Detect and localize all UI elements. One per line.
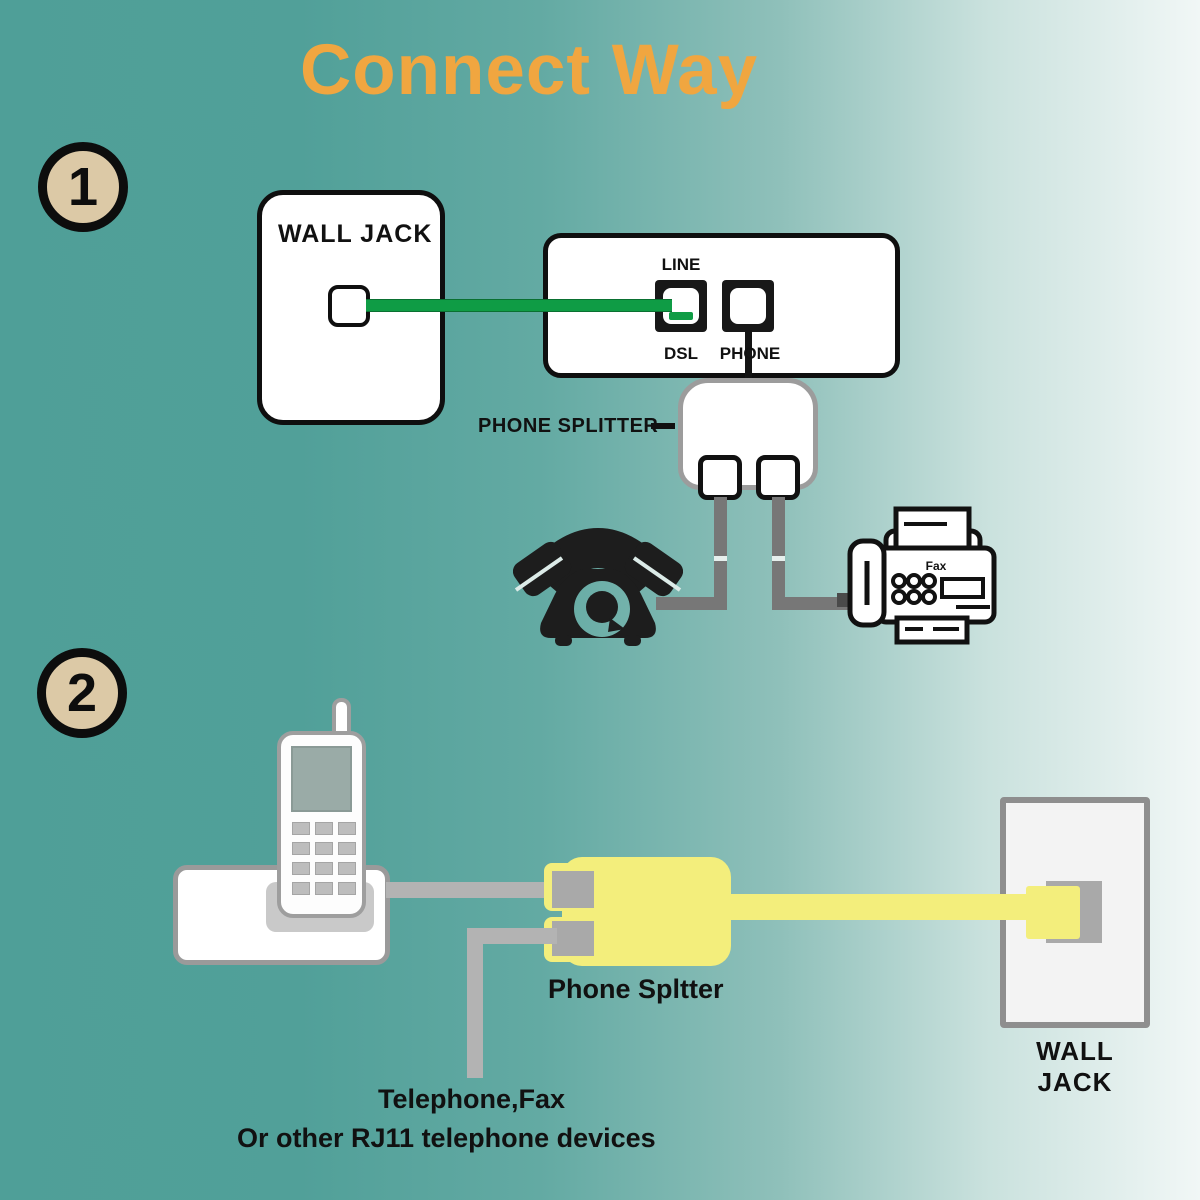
wall-jack-1-label: WALL JACK xyxy=(278,220,433,248)
splitter-1-port-left xyxy=(698,455,742,500)
phone-foot-right xyxy=(624,635,641,646)
yellow-splitter-port-top xyxy=(552,871,594,908)
phone-port-inner xyxy=(730,288,766,324)
splitter-1-port-right xyxy=(756,455,800,500)
keypad-key xyxy=(338,862,356,875)
cordless-phone-keypad xyxy=(292,822,356,900)
phone-splitter-2-label: Phone Spltter xyxy=(548,974,724,1004)
keypad-key xyxy=(315,862,333,875)
yellow-splitter-port-bottom xyxy=(552,921,594,956)
cordless-phone-screen xyxy=(291,746,352,812)
phone-label: PHONE xyxy=(719,344,781,363)
phone-port-cable xyxy=(745,330,752,386)
phone-port xyxy=(722,280,774,332)
keypad-key xyxy=(338,882,356,895)
fax-display xyxy=(940,577,985,599)
yellow-cable xyxy=(731,894,1031,920)
telephone-cable-connector xyxy=(714,556,727,561)
keypad-key xyxy=(338,842,356,855)
keypad-key xyxy=(292,822,310,835)
dsl-port-green-contact xyxy=(669,312,693,320)
base-to-splitter-cable xyxy=(386,882,558,898)
telephone-icon xyxy=(513,528,683,646)
phone-foot-left xyxy=(555,635,572,646)
yellow-plug xyxy=(1026,886,1080,939)
telephone-cable-horizontal xyxy=(656,597,727,610)
wall-jack-2-label: WALL JACK xyxy=(1036,1036,1114,1097)
keypad-key xyxy=(338,822,356,835)
devices-caption-line-1: Telephone,Fax xyxy=(378,1084,566,1114)
fax-icon xyxy=(837,506,997,645)
phone-splitter-leader-line xyxy=(651,423,675,429)
dsl-port xyxy=(655,280,707,332)
fax-label: Fax xyxy=(925,559,947,573)
devices-cable-horizontal xyxy=(467,928,557,944)
green-line-cable xyxy=(366,299,672,312)
fax-cable-horizontal xyxy=(772,597,850,610)
devices-caption-line-2: Or other RJ11 telephone devices xyxy=(237,1123,656,1153)
phone-splitter-label: PHONE SPLITTER xyxy=(478,415,659,437)
keypad-key xyxy=(292,882,310,895)
step-1-badge: 1 xyxy=(38,142,128,232)
keypad-key xyxy=(315,842,333,855)
fax-cable-vertical xyxy=(772,497,785,610)
line-port-label: LINE xyxy=(661,255,701,274)
telephone-cable-vertical xyxy=(714,497,727,610)
handset-right-slit xyxy=(632,556,682,592)
keypad-key xyxy=(292,842,310,855)
keypad-key xyxy=(315,882,333,895)
step-2-badge: 2 xyxy=(37,648,127,738)
dial-center xyxy=(586,591,618,623)
fax-buttons xyxy=(891,573,937,605)
step-2-number: 2 xyxy=(66,663,98,723)
handset-left-slit xyxy=(514,556,564,592)
page-title: Connect Way xyxy=(300,31,759,110)
phone-body xyxy=(540,569,656,638)
fax-cable-socket xyxy=(837,593,849,607)
keypad-key xyxy=(292,862,310,875)
step-1-number: 1 xyxy=(67,157,99,217)
dsl-label: DSL xyxy=(664,344,698,363)
devices-cable-vertical xyxy=(467,928,483,1078)
fax-cable-connector xyxy=(772,556,785,561)
keypad-key xyxy=(315,822,333,835)
wall-jack-1-port xyxy=(328,285,370,327)
dial-tail xyxy=(608,618,625,632)
